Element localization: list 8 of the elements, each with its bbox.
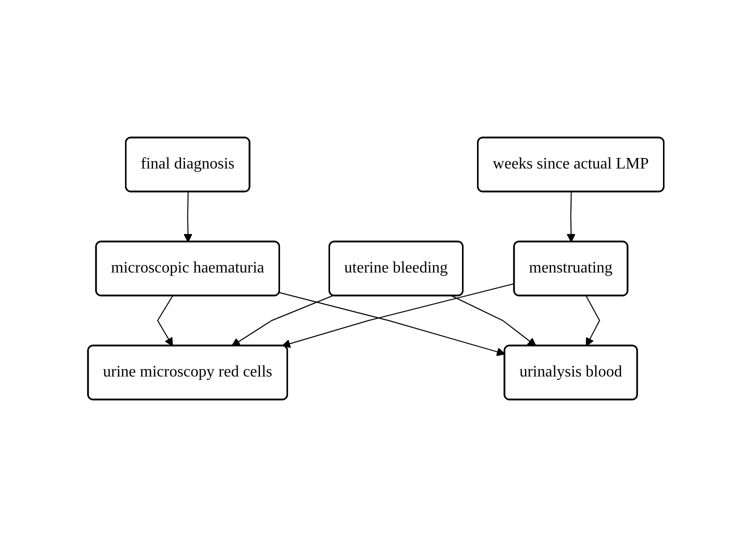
arrow: [156, 296, 173, 346]
arrow: [585, 296, 600, 346]
arrow: [566, 192, 576, 242]
arrow: [231, 295, 334, 346]
arrow: [281, 283, 515, 348]
arrow: [451, 296, 536, 346]
arrow: [183, 192, 192, 242]
arrow: [278, 292, 505, 356]
